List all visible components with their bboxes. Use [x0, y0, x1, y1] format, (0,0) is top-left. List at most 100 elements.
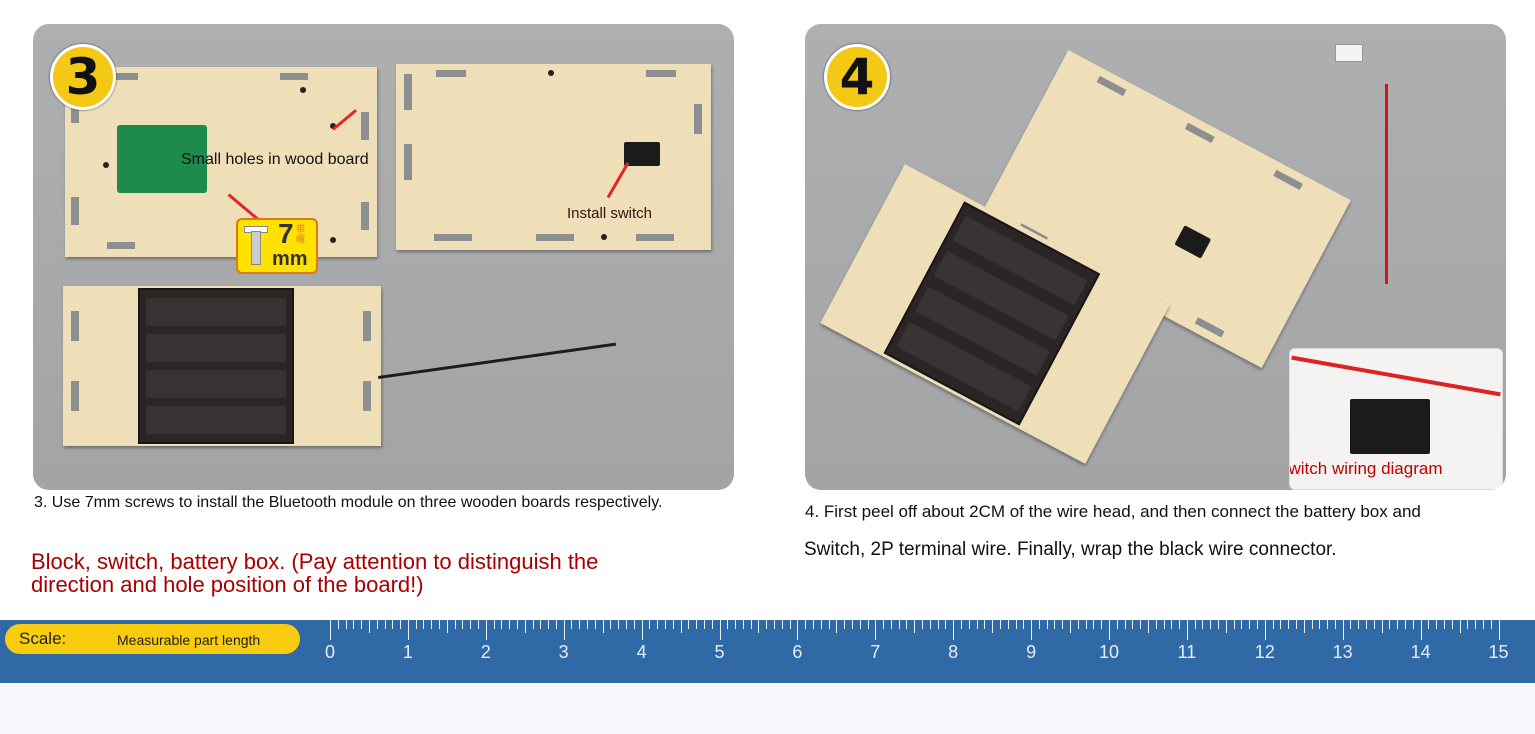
- ruler-number: 3: [558, 642, 569, 662]
- ruler-tick: [548, 620, 550, 629]
- ruler-number: 12: [1254, 642, 1275, 662]
- ruler-tick: [820, 620, 822, 629]
- ruler-tick: [1031, 620, 1033, 640]
- ruler-tick: [1303, 620, 1305, 633]
- ruler-tick: [407, 620, 409, 640]
- ruler-tick: [1334, 620, 1336, 629]
- ruler-tick: [1116, 620, 1118, 629]
- holes-label: Small holes in wood board: [181, 151, 369, 168]
- ruler-tick: [1109, 620, 1110, 640]
- step4-caption-line1: 4. First peel off about 2CM of the wire …: [805, 502, 1421, 521]
- ruler-tick: [1163, 620, 1165, 629]
- screw-note: 带帽: [296, 224, 306, 244]
- ruler-tick: [353, 620, 355, 629]
- screw-size: 7: [278, 218, 294, 249]
- step-number-badge: 3: [50, 44, 116, 110]
- ruler-tick: [875, 620, 877, 640]
- ruler-tick: [859, 620, 861, 629]
- ruler-tick: [953, 620, 955, 640]
- rocker-switch: [624, 142, 660, 166]
- switch-wiring-inset: switch wiring diagram: [1289, 348, 1503, 490]
- scale-description: Measurable part length: [117, 632, 261, 648]
- ruler-tick: [836, 620, 838, 633]
- ruler-tick: [1366, 620, 1368, 629]
- battery-box: [138, 288, 294, 444]
- ruler-tick: [1140, 620, 1142, 629]
- ruler-tick: [1202, 620, 1204, 629]
- ruler-number: 10: [1098, 642, 1120, 662]
- ruler-tick: [563, 620, 565, 640]
- ruler-tick: [867, 620, 869, 629]
- ruler-number: 11: [1177, 642, 1197, 662]
- ruler-tick: [1054, 620, 1056, 629]
- ruler-tick: [1327, 620, 1329, 629]
- ruler-number: 8: [948, 642, 959, 662]
- ruler-tick: [1428, 620, 1430, 629]
- ruler-tick: [446, 620, 448, 633]
- ruler-tick: [439, 620, 441, 629]
- ruler-tick: [727, 620, 729, 629]
- ruler-tick: [470, 620, 472, 629]
- ruler-tick: [758, 620, 760, 633]
- ruler-tick: [579, 620, 581, 629]
- ruler-number: 5: [714, 642, 725, 662]
- ruler-tick: [509, 620, 511, 629]
- ruler-tick: [992, 620, 994, 633]
- red-wire: [1385, 84, 1388, 284]
- ruler-tick: [1482, 620, 1484, 629]
- ruler-tick: [1218, 620, 1220, 629]
- step-number-badge: 4: [824, 44, 890, 110]
- bluetooth-module: [117, 125, 207, 193]
- ruler-tick: [1179, 620, 1181, 629]
- ruler-tick: [423, 620, 425, 629]
- ruler-tick: [664, 620, 666, 629]
- ruler-tick: [633, 620, 635, 629]
- ruler-tick: [750, 620, 752, 629]
- ruler-tick: [1186, 620, 1188, 640]
- ruler-tick: [1389, 620, 1391, 629]
- ruler-tick: [735, 620, 737, 629]
- ruler-tick: [1412, 620, 1414, 629]
- ruler-tick: [1280, 620, 1282, 629]
- ruler-tick: [1467, 620, 1469, 629]
- ruler-tick: [1046, 620, 1048, 629]
- ruler-tick: [337, 620, 339, 629]
- ruler-tick: [1015, 620, 1017, 629]
- ruler-tick: [906, 620, 908, 629]
- ruler-tick: [1062, 620, 1064, 629]
- ruler-tick: [1319, 620, 1321, 629]
- ruler-tick: [1272, 620, 1274, 629]
- ruler-tick: [781, 620, 783, 629]
- ruler-tick: [1155, 620, 1157, 629]
- ruler-tick: [1420, 620, 1422, 640]
- switch-label: Install switch: [567, 205, 653, 222]
- ruler-tick: [618, 620, 620, 629]
- ruler-tick: [688, 620, 690, 629]
- ruler-tick: [805, 620, 807, 629]
- ruler-number: 15: [1488, 642, 1509, 662]
- ruler-tick: [960, 620, 962, 629]
- ruler-tick: [1007, 620, 1009, 629]
- ruler-tick: [400, 620, 402, 629]
- ruler-tick: [485, 620, 487, 640]
- ruler-tick: [1077, 620, 1079, 629]
- ruler-tick: [968, 620, 970, 629]
- ruler-number: 7: [870, 642, 881, 662]
- ruler-tick: [493, 620, 495, 629]
- ruler-tick: [454, 620, 456, 629]
- ruler-tick: [1147, 620, 1149, 633]
- ruler-tick: [587, 620, 589, 629]
- ruler-tick: [922, 620, 924, 629]
- ruler-tick: [610, 620, 612, 629]
- ruler-tick: [1257, 620, 1258, 629]
- ruler-tick: [330, 620, 331, 640]
- ruler-tick: [540, 620, 542, 629]
- ruler-tick: [672, 620, 674, 629]
- ruler-tick: [1124, 620, 1126, 629]
- ruler-tick: [376, 620, 378, 629]
- step4-photo: 4 switch wiring diagram: [805, 24, 1506, 490]
- ruler-tick: [1498, 620, 1500, 640]
- ruler-tick: [1451, 620, 1453, 629]
- step3-caption: 3. Use 7mm screws to install the Bluetoo…: [34, 494, 663, 511]
- ruler-tick: [774, 620, 776, 629]
